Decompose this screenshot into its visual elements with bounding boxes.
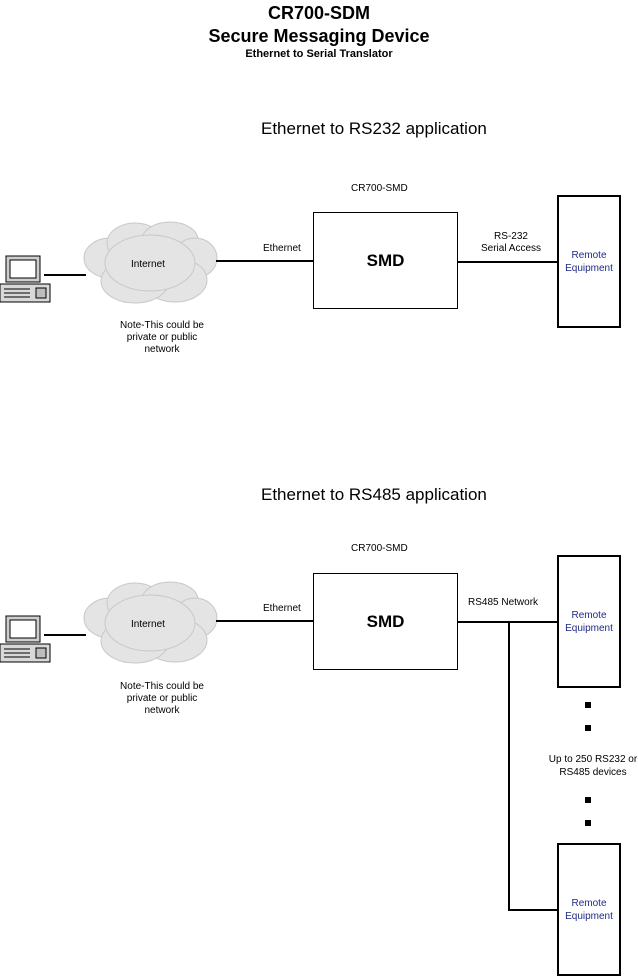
page-tagline: Ethernet to Serial Translator [245, 48, 393, 60]
rs485-device-caption: CR700-SMD [351, 543, 408, 554]
rs232-device-caption: CR700-SMD [351, 183, 408, 194]
rs232-remote-equipment: Remote Equipment [557, 195, 621, 328]
rs232-network-note: Note-This could be private or public net… [120, 320, 204, 355]
rs485-smd-label: SMD [366, 611, 405, 631]
rs485-bus-vertical [508, 621, 510, 911]
rs485-network-label: RS485 Network [468, 597, 539, 608]
rs232-cloud-label: Internet [131, 259, 165, 270]
cloud-icon [83, 221, 218, 304]
link-ethernet [216, 260, 314, 262]
rs232-smd-label: SMD [366, 250, 405, 270]
rs485-bus-branch [508, 909, 558, 911]
link-computer-cloud [44, 634, 86, 636]
ellipsis-dot [585, 702, 591, 708]
rs485-network-note: Note-This could be private or public net… [120, 681, 204, 716]
rs485-smd-box: SMD [313, 573, 458, 670]
page-subtitle: Secure Messaging Device [208, 26, 430, 46]
ellipsis-dot [585, 725, 591, 731]
rs232-serial-label-1: RS-232 [494, 231, 528, 242]
rs485-devices-note: Up to 250 RS232 or RS485 devices [548, 754, 638, 778]
rs485-remote-bottom-label: Remote Equipment [565, 897, 613, 922]
ellipsis-dot [585, 797, 591, 803]
rs232-heading: Ethernet to RS232 application [261, 119, 487, 138]
rs232-ethernet-label: Ethernet [263, 243, 301, 254]
computer-icon [0, 615, 51, 663]
ellipsis-dot [585, 820, 591, 826]
rs485-ethernet-label: Ethernet [263, 603, 301, 614]
rs232-smd-box: SMD [313, 212, 458, 309]
computer-icon [0, 255, 51, 303]
rs485-remote-top-label: Remote Equipment [565, 609, 613, 634]
rs485-remote-equipment-bottom: Remote Equipment [557, 843, 621, 976]
link-computer-cloud [44, 274, 86, 276]
page-title: CR700-SDM [267, 3, 371, 23]
rs232-serial-label-2: Serial Access [480, 243, 542, 254]
rs485-remote-equipment-top: Remote Equipment [557, 555, 621, 688]
rs485-cloud-label: Internet [131, 619, 165, 630]
link-rs232-serial [458, 261, 558, 263]
rs485-heading: Ethernet to RS485 application [261, 485, 487, 504]
link-ethernet [216, 620, 314, 622]
cloud-icon [83, 581, 218, 664]
rs232-remote-label: Remote Equipment [565, 249, 613, 274]
rs232-serial-label: RS-232 Serial Access [470, 231, 552, 255]
